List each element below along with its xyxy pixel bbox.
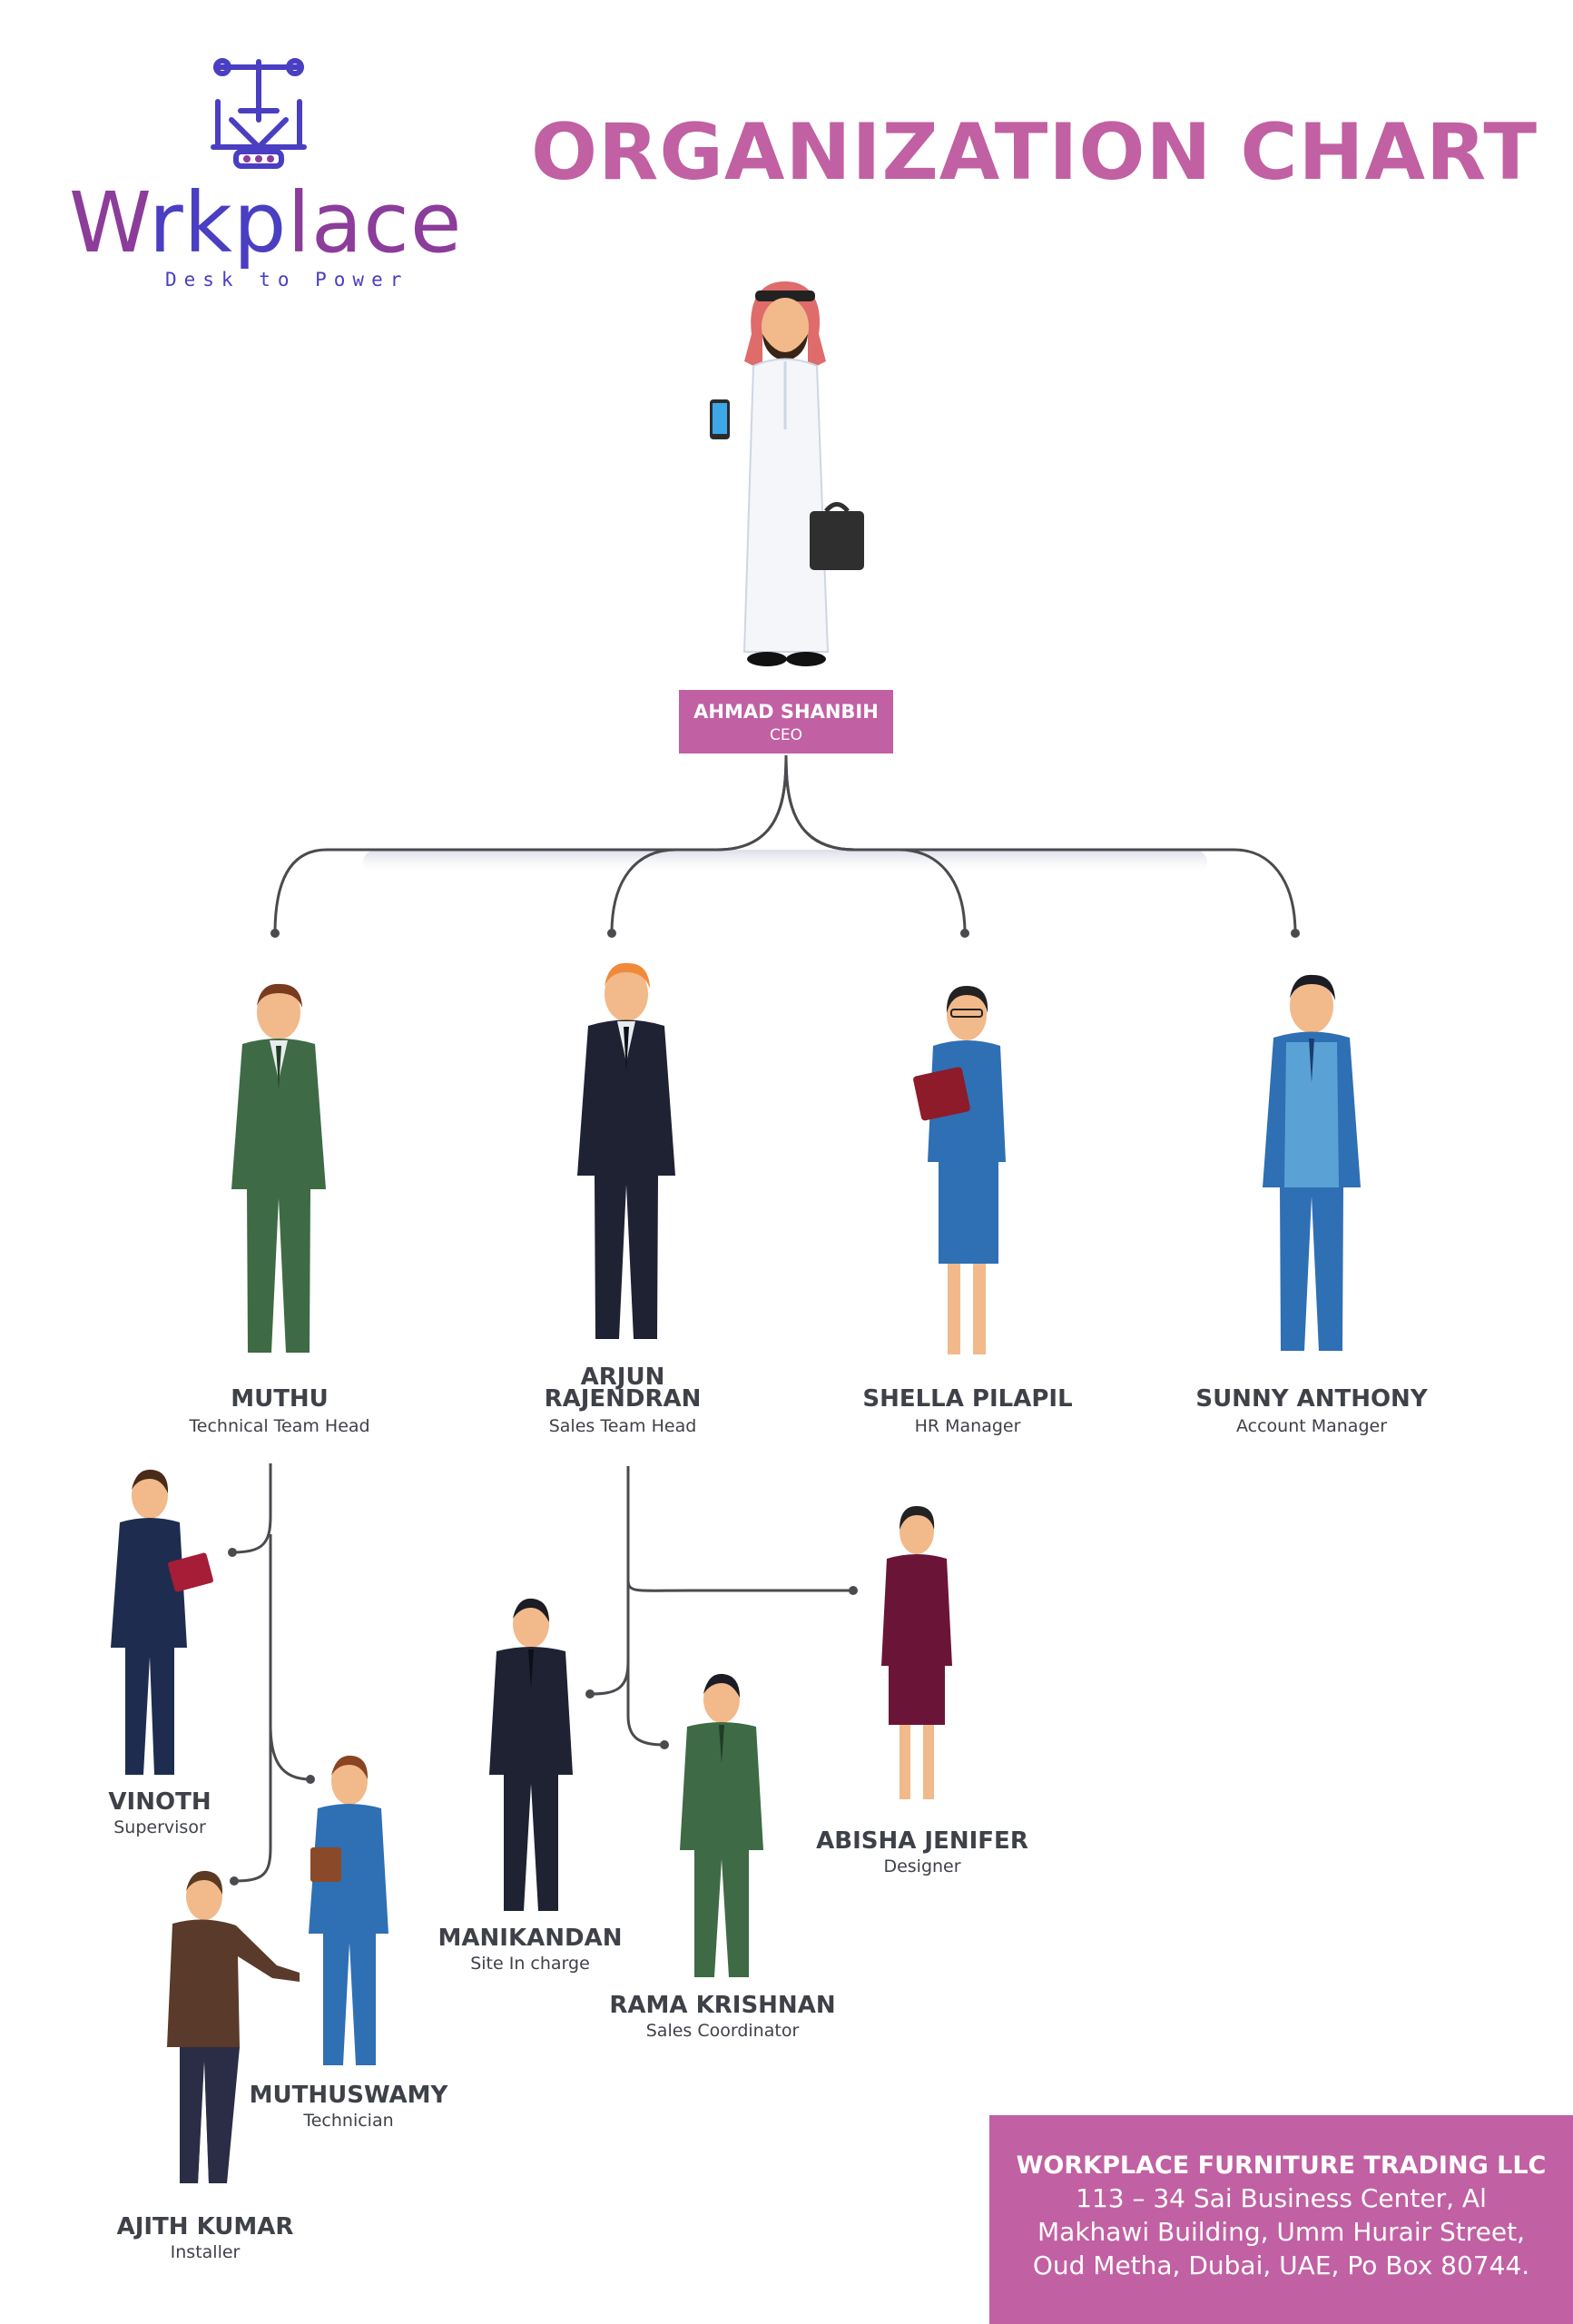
staff-role-abisha: Designer <box>883 1856 961 1876</box>
logo-wordmark: Wrkplace <box>69 174 462 271</box>
person-vinoth-icon <box>111 1469 213 1775</box>
company-address-line: 113 – 34 Sai Business Center, Al <box>1076 2183 1487 2213</box>
person-muthuswamy-icon <box>309 1755 388 2065</box>
logo-word-part: rk <box>148 174 233 271</box>
logo-word-part: lace <box>287 174 463 271</box>
manager-role-shella: HR Manager <box>914 1416 1021 1436</box>
company-footer: WORKPLACE FURNITURE TRADING LLC 113 – 34… <box>989 2115 1573 2324</box>
staff-role-ajith: Installer <box>170 2242 241 2262</box>
person-shella-icon <box>913 986 1006 1354</box>
connector-dot <box>607 929 616 938</box>
connector-shadow <box>363 850 1207 875</box>
connector-dot <box>228 1548 237 1557</box>
manager-name-sunny: SUNNY ANTHONY <box>1195 1385 1428 1413</box>
staff-role-rama: Sales Coordinator <box>645 2021 800 2041</box>
staff-name-muthuswamy: MUTHUSWAMY <box>249 2082 448 2109</box>
page-title: ORGANIZATION CHART <box>531 107 1539 198</box>
person-manikandan-icon <box>489 1598 573 1911</box>
person-arjun-icon <box>577 962 675 1339</box>
connector-dot <box>306 1775 315 1784</box>
ceo-connector-sunny <box>784 754 1297 934</box>
workplace-logo: Wrkplace Desk to Power <box>64 56 490 301</box>
person-muthu-icon <box>231 983 326 1353</box>
ceo-connector-muthu <box>273 754 788 934</box>
muthu-connector-ajith <box>233 1725 272 1883</box>
connector-dot <box>270 929 280 938</box>
arjun-connector-abisha <box>626 1579 853 1592</box>
company-name: WORKPLACE FURNITURE TRADING LLC <box>1016 2152 1547 2180</box>
muthu-connector <box>231 1463 272 1554</box>
desk-logo-icon <box>211 58 307 169</box>
person-ajith-icon <box>167 1870 300 2183</box>
arjun-connector <box>589 1466 630 1696</box>
staff-name-abisha: ABISHA JENIFER <box>816 1827 1028 1855</box>
company-address-line: Makhawi Building, Umm Hurair Street, <box>1037 2217 1525 2247</box>
manager-name-muthu: MUTHU <box>231 1385 329 1413</box>
person-abisha-icon <box>881 1506 952 1799</box>
staff-role-manikandan: Site In charge <box>470 1954 590 1974</box>
connector-dot <box>849 1586 858 1595</box>
manager-name-shella: SHELLA PILAPIL <box>862 1385 1073 1413</box>
ceo-name: AHMAD SHANBIH <box>693 701 879 723</box>
manager-role-muthu: Technical Team Head <box>189 1416 370 1436</box>
connector-dot <box>660 1740 669 1749</box>
staff-name-vinoth: VINOTH <box>108 1788 211 1816</box>
ceo-connector-arjun <box>610 754 788 934</box>
person-sunny-icon <box>1263 974 1361 1351</box>
connector-dot <box>1291 929 1300 938</box>
staff-name-manikandan: MANIKANDAN <box>437 1925 623 1952</box>
ceo-connector-shella <box>784 754 967 934</box>
staff-role-muthuswamy: Technician <box>303 2111 394 2131</box>
arjun-connector-rama <box>626 1661 665 1747</box>
manager-role-sunny: Account Manager <box>1235 1416 1388 1436</box>
person-rama-icon <box>680 1673 763 1977</box>
manager-name-arjun-line1: ARJUN <box>580 1364 665 1391</box>
connector-dot <box>230 1876 239 1886</box>
muthu-connector-muthuswamy <box>269 1534 311 1781</box>
connector-dot <box>960 929 969 938</box>
company-address-line: Oud Metha, Dubai, UAE, Po Box 80744. <box>1032 2250 1530 2280</box>
manager-role-arjun: Sales Team Head <box>548 1416 697 1436</box>
logo-tagline: Desk to Power <box>165 269 409 290</box>
ceo-role: CEO <box>770 726 802 744</box>
logo-word-part: p <box>232 174 288 271</box>
connector-dot <box>585 1689 595 1699</box>
logo-word-part: W <box>69 174 149 271</box>
staff-name-ajith: AJITH KUMAR <box>116 2213 294 2240</box>
ceo-node: AHMAD SHANBIH CEO <box>679 690 893 753</box>
ceo-figure-icon <box>710 281 864 666</box>
staff-name-rama: RAMA KRISHNAN <box>609 1992 836 2019</box>
manager-name-arjun-line2: RAJENDRAN <box>544 1385 702 1413</box>
staff-role-vinoth: Supervisor <box>113 1817 206 1837</box>
